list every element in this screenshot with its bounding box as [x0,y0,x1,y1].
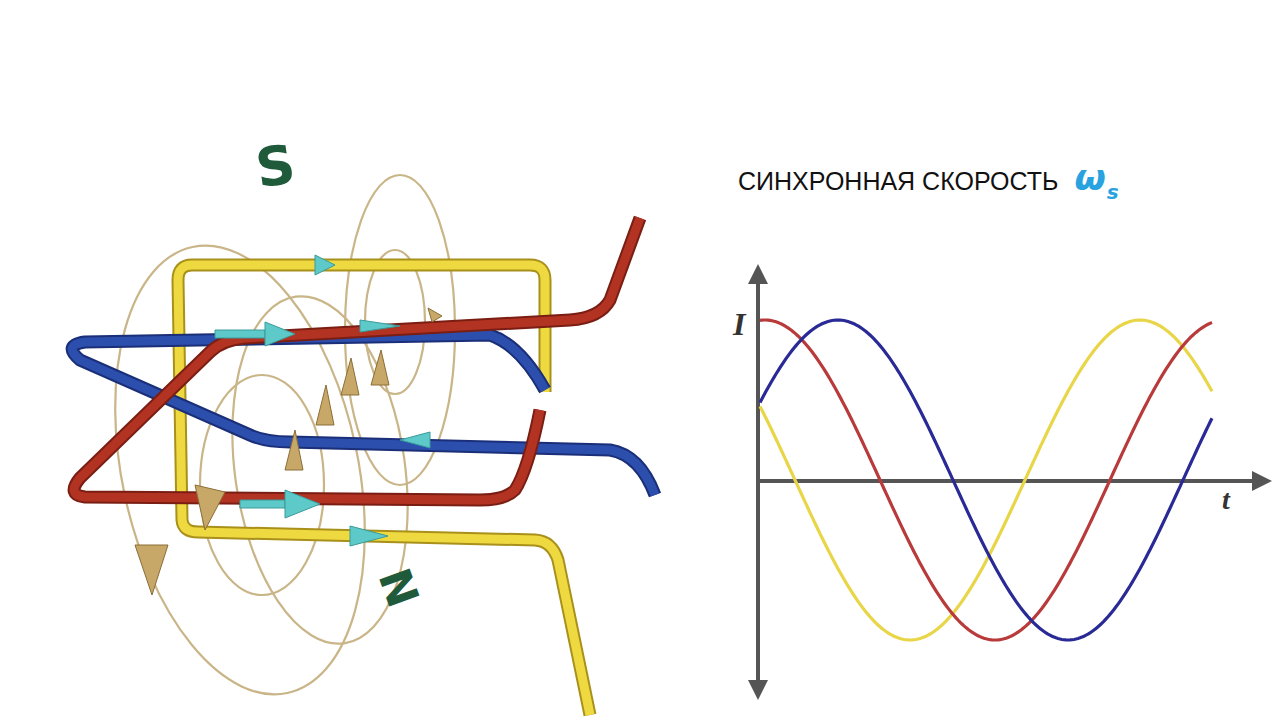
title: СИНХРОННАЯ СКОРОСТЬ [738,169,1058,194]
field-arrow [316,385,334,425]
field-line [77,222,403,717]
current-arrows [215,255,430,546]
current-arrow [215,330,265,338]
field-arrow [428,308,442,322]
subscript: s [1107,182,1119,202]
field-arrow [371,350,389,385]
symbol: ω [1074,160,1105,196]
phase-curve [760,320,1212,640]
field-arrow [341,358,359,395]
y-axis-tail [756,684,760,690]
current-arrow [265,322,295,346]
phase-curve [760,320,1212,640]
field-arrow [135,545,168,595]
red-coil [74,218,640,500]
field-arrow [195,485,225,530]
x-axis [756,479,1262,483]
field-arrow [285,430,303,470]
blue-coil [72,335,655,495]
field-arrows [135,308,442,595]
current-arrow [400,432,430,448]
field-line [200,375,324,595]
axis-label: I [733,308,745,340]
phase-curve [760,320,1212,640]
pole-label: S [252,138,298,197]
coil-shadow [72,335,655,495]
axis-label: t [1222,486,1230,514]
current-arrow [240,500,285,508]
coil-shadow [74,218,640,500]
current-arrow [315,255,335,275]
phase-curves [760,320,1212,640]
current-arrow [285,490,320,518]
pole-label: N [371,563,425,613]
current-arrow [360,320,400,332]
current-arrow [350,526,388,546]
